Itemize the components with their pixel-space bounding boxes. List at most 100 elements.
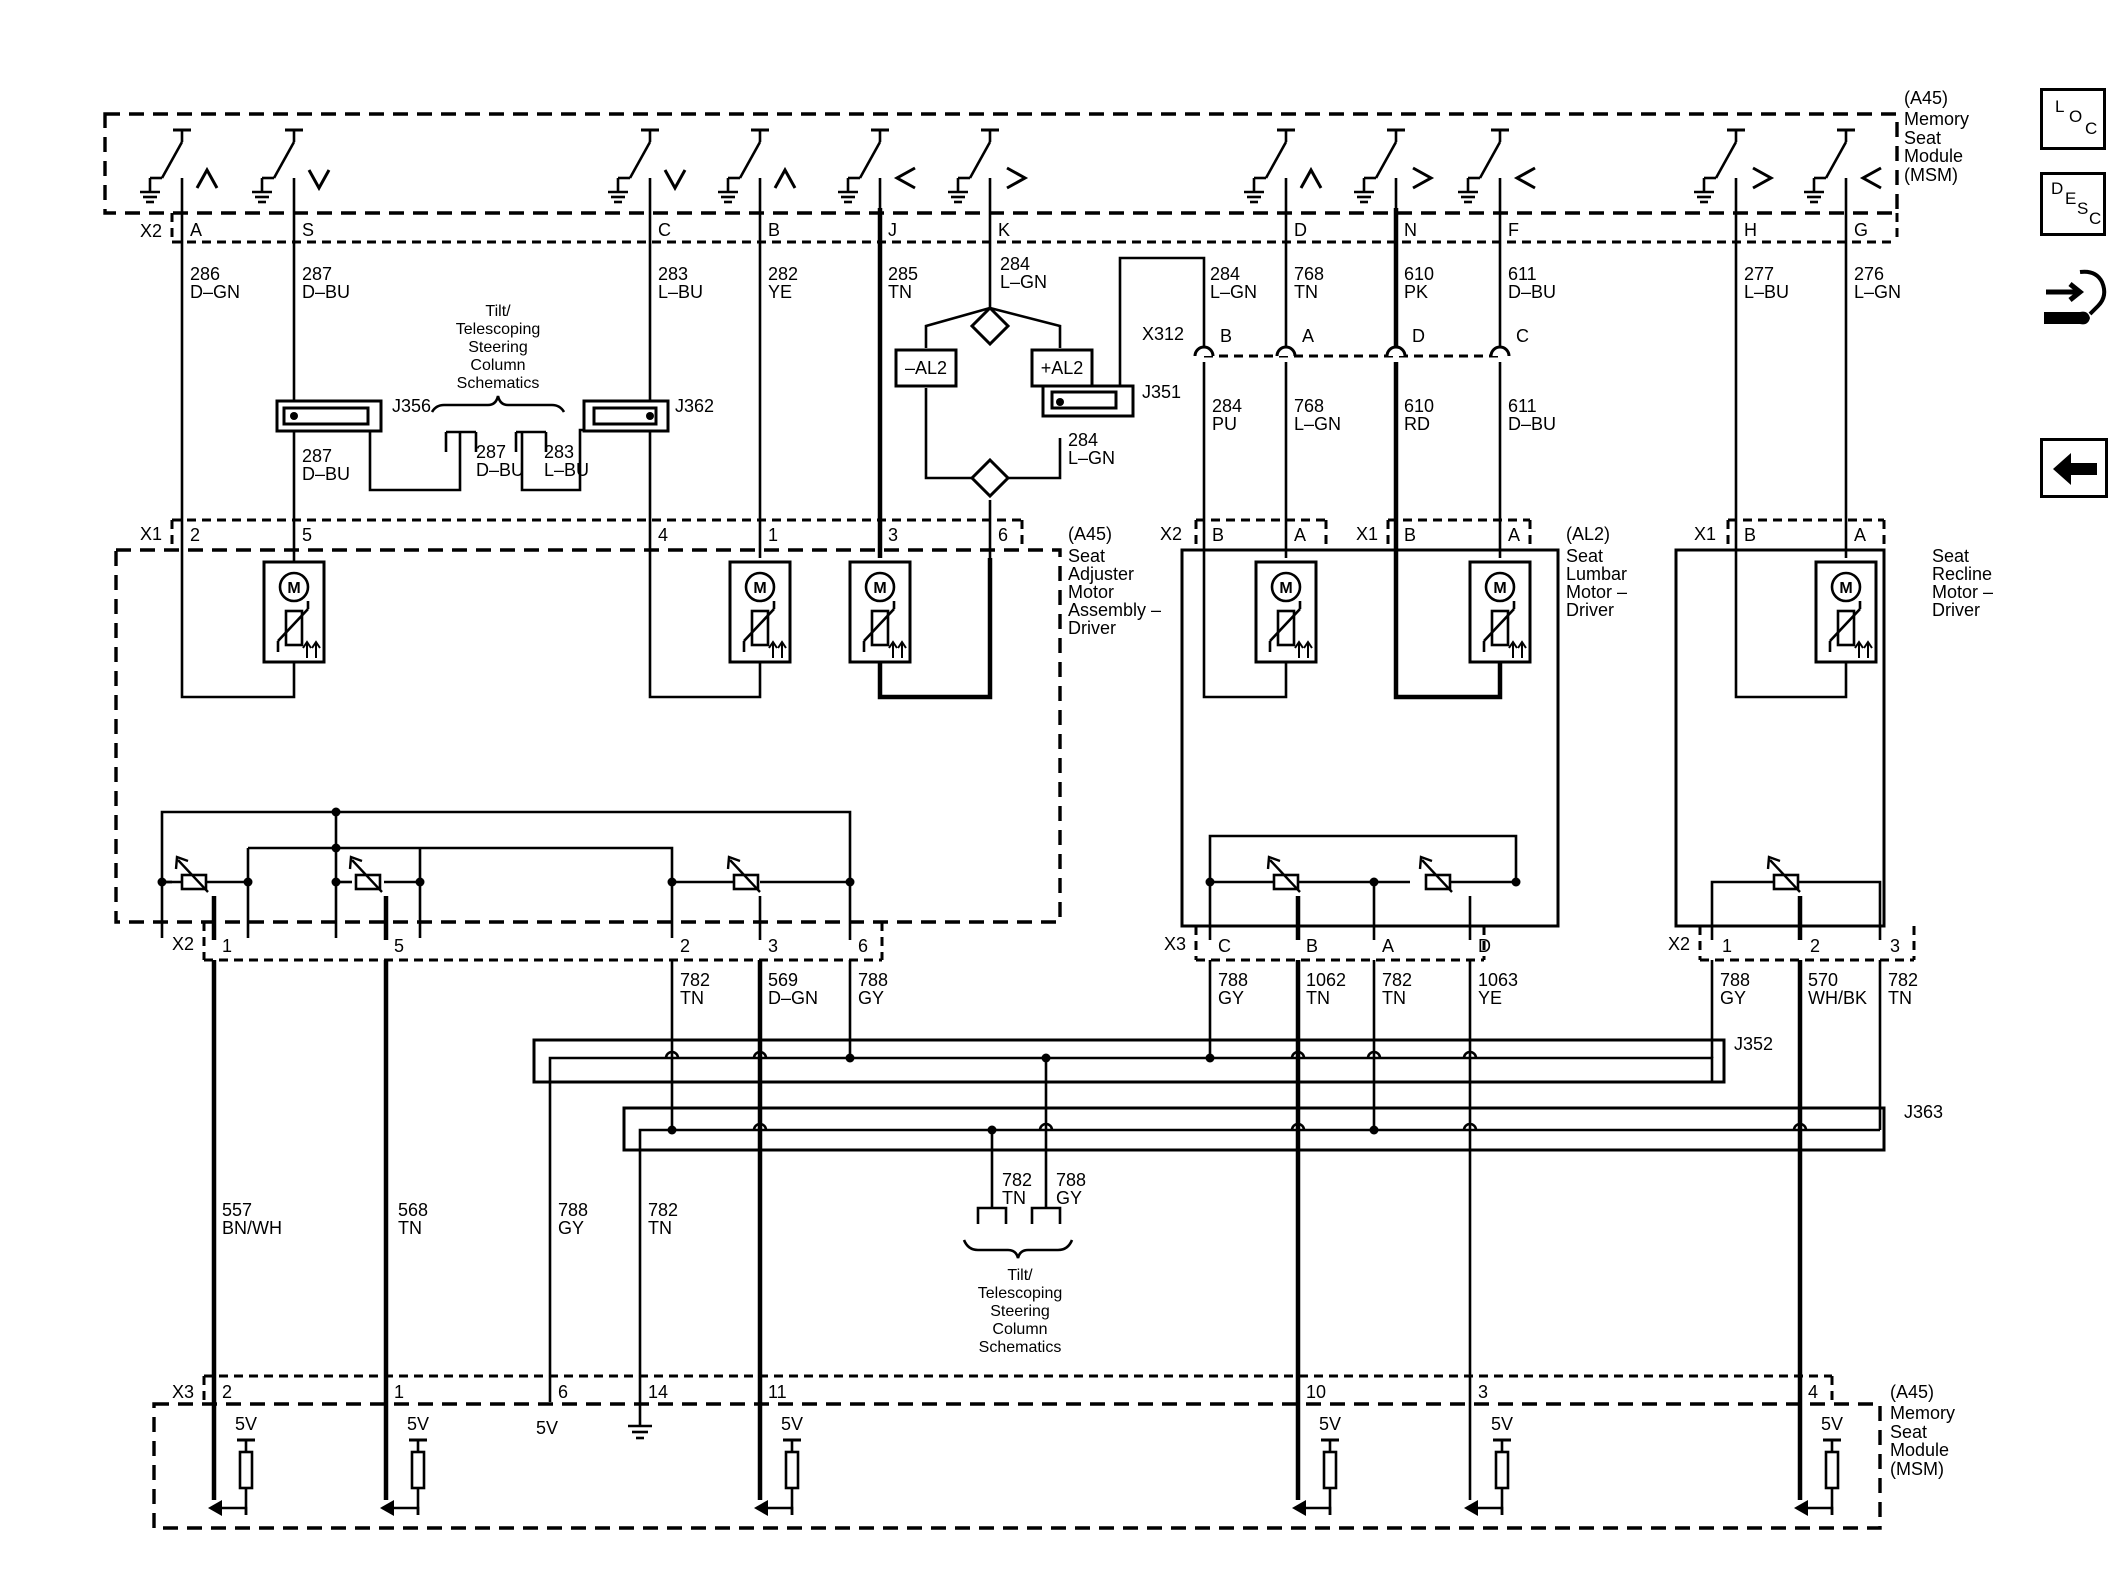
- direction-chevron: [1299, 166, 1323, 189]
- top-pin-10: G: [1854, 220, 1868, 240]
- wire-mid-6-color: RD: [1404, 414, 1430, 434]
- 5v-label-0: 5V: [235, 1414, 257, 1434]
- direction-chevron: [195, 166, 219, 189]
- lumbar-ref: (AL2): [1566, 524, 1610, 544]
- wire-top-1-circuit: 287: [302, 264, 332, 284]
- splice-j362: [582, 399, 670, 433]
- 5v-label-5: 5V: [1821, 1414, 1843, 1434]
- wire-mid-2-color: L–BU: [544, 460, 589, 480]
- 5v-reference-4: [1491, 1438, 1513, 1517]
- wire-sensor-3-color: GY: [1218, 988, 1244, 1008]
- wire-top-7-color: TN: [1294, 282, 1318, 302]
- 5v-label-1: 5V: [407, 1414, 429, 1434]
- 5v-label-3: 5V: [1319, 1414, 1341, 1434]
- tilt-schematic-label-top: Tilt/ Telescoping Steering Column Schema…: [456, 303, 541, 392]
- x312-pin-2: D: [1412, 326, 1425, 346]
- adjuster-name-4: Driver: [1068, 618, 1116, 638]
- top-pin-2: C: [658, 220, 671, 240]
- recline-name-0: Seat: [1932, 546, 1969, 566]
- recline-x2-pin-0: 1: [1722, 936, 1732, 956]
- wire-bottom-0-circuit: 557: [222, 1200, 252, 1220]
- wire-top-9-color: D–BU: [1508, 282, 1556, 302]
- wire-mid-3-circuit: 284: [1068, 430, 1098, 450]
- svg-text:Telescoping: Telescoping: [456, 321, 541, 338]
- lumbar-name-3: Driver: [1566, 600, 1614, 620]
- lumbar-pin-2: B: [1404, 525, 1416, 545]
- module-switch-3: [716, 128, 771, 210]
- lumbar-x2-label: X2: [1160, 524, 1182, 544]
- adjuster-motor-1: [262, 560, 326, 664]
- recline-x1-label: X1: [1694, 524, 1716, 544]
- svg-text:Column: Column: [470, 357, 525, 374]
- wire-mid-4-circuit: 284: [1212, 396, 1242, 416]
- wire-top-11-circuit: 276: [1854, 264, 1884, 284]
- adjuster-position-sensor-2: [348, 855, 384, 894]
- al2-plus-box: [1030, 348, 1094, 388]
- wire-mid-2-circuit: 283: [544, 442, 574, 462]
- wire-top-4-color: TN: [888, 282, 912, 302]
- recline-x2-label: X2: [1668, 934, 1690, 954]
- adjuster-x2-pin-3: 3: [768, 936, 778, 956]
- svg-text:Schematics: Schematics: [457, 375, 540, 392]
- wire-top-3-circuit: 282: [768, 264, 798, 284]
- adjuster-x1-pin-5: 6: [998, 525, 1008, 545]
- 5v-reference-5: [1821, 1438, 1843, 1517]
- recline-x2-pin-1: 2: [1810, 936, 1820, 956]
- splice-j356-label: J356: [392, 396, 431, 416]
- wire-sensor-2-color: GY: [858, 988, 884, 1008]
- wire-bottom-1-circuit: 568: [398, 1200, 428, 1220]
- module-x3-label: X3: [172, 1382, 194, 1402]
- wire-top-1-color: D–BU: [302, 282, 350, 302]
- splice-j351-label: J351: [1142, 382, 1181, 402]
- top-pin-1: S: [302, 220, 314, 240]
- splice-pack-j352: [532, 1038, 1726, 1402]
- lumbar-pin-0: B: [1212, 525, 1224, 545]
- 5v-label-2: 5V: [781, 1414, 803, 1434]
- msm-top-name-0: Memory: [1904, 109, 1969, 129]
- wire-mid-0-color: D–BU: [302, 464, 350, 484]
- svg-text:Column: Column: [992, 1321, 1047, 1338]
- bottom-pin-4: 11: [768, 1382, 787, 1402]
- back-arrow-icon[interactable]: [2040, 438, 2108, 498]
- wire-top-3-color: YE: [768, 282, 792, 302]
- module-switch-8: [1456, 128, 1511, 210]
- wire-bottom-1-color: TN: [398, 1218, 422, 1238]
- wire-top-5-color: L–GN: [1000, 272, 1047, 292]
- adjuster-motor-2: [728, 560, 792, 664]
- wire-sensor-9-color: TN: [1888, 988, 1912, 1008]
- wire-top-2-color: L–BU: [658, 282, 703, 302]
- module-switch-0: [138, 128, 193, 210]
- 5v-reference-2: [781, 1438, 803, 1517]
- bottom-pin-7: 4: [1808, 1382, 1818, 1402]
- wire-mid-0-circuit: 287: [302, 446, 332, 466]
- wire-sensor-7-color: GY: [1720, 988, 1746, 1008]
- recline-name-1: Recline: [1932, 564, 1992, 584]
- wire-sensor-4-color: TN: [1306, 988, 1330, 1008]
- lumbar-sensor-1: [1266, 855, 1302, 894]
- wire-mid-7-circuit: 611: [1508, 396, 1537, 416]
- splice-j352-label: J352: [1734, 1034, 1773, 1054]
- adjuster-x1-pin-2: 4: [658, 525, 668, 545]
- adjuster-name-0: Seat: [1068, 546, 1105, 566]
- top-pin-8: F: [1508, 220, 1519, 240]
- recline-sensor: [1766, 855, 1802, 894]
- 5v-reference-1: [407, 1438, 429, 1517]
- wire-bottom-2-circuit: 788: [558, 1200, 588, 1220]
- msm-top-name-2: Module: [1904, 146, 1963, 166]
- memory-seat-module-bottom: [152, 1402, 1882, 1530]
- lumbar-name-1: Lumbar: [1566, 564, 1627, 584]
- wire-top-7-circuit: 768: [1294, 264, 1324, 284]
- wire-sensor-4-circuit: 1062: [1306, 970, 1346, 990]
- loc-icon[interactable]: L O C: [2040, 88, 2106, 150]
- direction-chevron: [893, 166, 916, 190]
- adjuster-x2-pin-0: 1: [222, 936, 232, 956]
- wire-bottom-5-color: GY: [1056, 1188, 1082, 1208]
- al2-plus-label: +AL2: [1041, 358, 1084, 378]
- hand-tool-icon[interactable]: [2040, 262, 2112, 336]
- msm-bottom-ref: (A45): [1890, 1382, 1934, 1402]
- direction-chevron: [1006, 166, 1029, 190]
- desc-icon[interactable]: D E S C: [2040, 172, 2106, 236]
- wire-mid-5-color: L–GN: [1294, 414, 1341, 434]
